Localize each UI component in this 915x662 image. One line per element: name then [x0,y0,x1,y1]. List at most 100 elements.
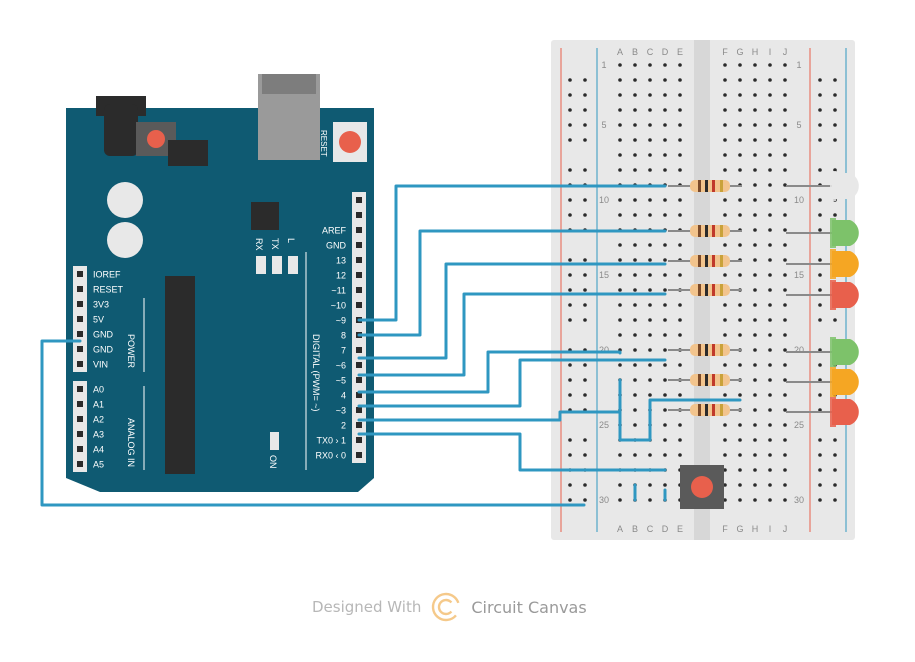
resistor-body [690,225,730,237]
breadboard-hole [663,288,667,292]
breadboard-hole [618,258,622,262]
header-pin[interactable] [77,301,83,307]
resistor-band [698,225,701,237]
breadboard-hole [678,318,682,322]
breadboard-hole [723,453,727,457]
breadboard-hole [648,273,652,277]
breadboard-hole [738,498,742,502]
resistor-band [705,284,708,296]
header-pin[interactable] [77,446,83,452]
rail-hole [568,438,572,442]
rail-hole [818,273,822,277]
rail-hole [583,498,587,502]
header-pin[interactable] [356,197,362,203]
header-pin[interactable] [77,416,83,422]
pin-label: A5 [93,460,104,470]
header-pin[interactable] [356,272,362,278]
header-pin[interactable] [356,302,362,308]
rail-hole [818,393,822,397]
header-pin[interactable] [77,316,83,322]
led-rim [830,397,836,427]
breadboard-hole [633,138,637,142]
header-pin[interactable] [356,227,362,233]
breadboard-hole [663,168,667,172]
breadboard-hole [723,198,727,202]
breadboard-hole [633,318,637,322]
rail-hole [818,303,822,307]
breadboard-hole [738,273,742,277]
breadboard-hole [618,483,622,487]
breadboard-hole [783,153,787,157]
resistor-band [698,284,701,296]
rail-hole [818,168,822,172]
breadboard-hole [618,153,622,157]
resistor-band [712,284,715,296]
breadboard-hole [678,138,682,142]
analog-title: ANALOG IN [126,418,136,467]
rail-hole [583,78,587,82]
header-pin[interactable] [356,422,362,428]
breadboard-hole [633,363,637,367]
header-pin[interactable] [356,392,362,398]
header-pin[interactable] [356,437,362,443]
reset-button[interactable] [339,131,361,153]
breadboard-hole [678,393,682,397]
breadboard-hole [753,78,757,82]
pin-label: 5V [93,315,104,325]
breadboard-hole [768,123,772,127]
header-pin[interactable] [77,271,83,277]
breadboard-hole [738,138,742,142]
header-pin[interactable] [356,287,362,293]
pin-label: 2 [341,421,346,431]
breadboard-hole [768,498,772,502]
header-pin[interactable] [356,347,362,353]
breadboard-hole [723,498,727,502]
wire [357,350,622,394]
header-pin[interactable] [77,286,83,292]
column-label: F [722,47,728,57]
header-pin[interactable] [356,242,362,248]
breadboard-hole [738,78,742,82]
push-button-cap[interactable] [691,476,713,498]
breadboard-hole [663,438,667,442]
breadboard-hole [768,378,772,382]
breadboard-hole [723,273,727,277]
breadboard-hole [678,108,682,112]
rail-hole [818,318,822,322]
header-pin[interactable] [77,386,83,392]
header-pin[interactable] [356,362,362,368]
breadboard-hole [663,333,667,337]
header-pin[interactable] [356,377,362,383]
rail-hole [568,213,572,217]
breadboard-hole [663,483,667,487]
breadboard-hole [648,93,652,97]
breadboard-hole [783,333,787,337]
resistor-band [698,374,701,386]
header-pin[interactable] [356,407,362,413]
header-pin[interactable] [77,431,83,437]
header-pin[interactable] [77,346,83,352]
power-title: POWER [126,334,136,369]
breadboard-hole [648,348,652,352]
breadboard-hole [738,468,742,472]
breadboard-hole [768,93,772,97]
breadboard-hole [753,258,757,262]
header-pin[interactable] [356,257,362,263]
header-pin[interactable] [77,401,83,407]
header-pin[interactable] [356,212,362,218]
header-pin[interactable] [77,361,83,367]
rail-hole [583,438,587,442]
header-pin[interactable] [77,461,83,467]
breadboard-hole [618,363,622,367]
header-pin[interactable] [77,331,83,337]
breadboard-hole [663,303,667,307]
breadboard-hole [618,198,622,202]
breadboard-hole [738,108,742,112]
breadboard-hole [768,438,772,442]
header-pin[interactable] [356,452,362,458]
push-button[interactable] [680,465,724,509]
breadboard-hole [618,273,622,277]
reset-button-left[interactable] [147,130,165,148]
